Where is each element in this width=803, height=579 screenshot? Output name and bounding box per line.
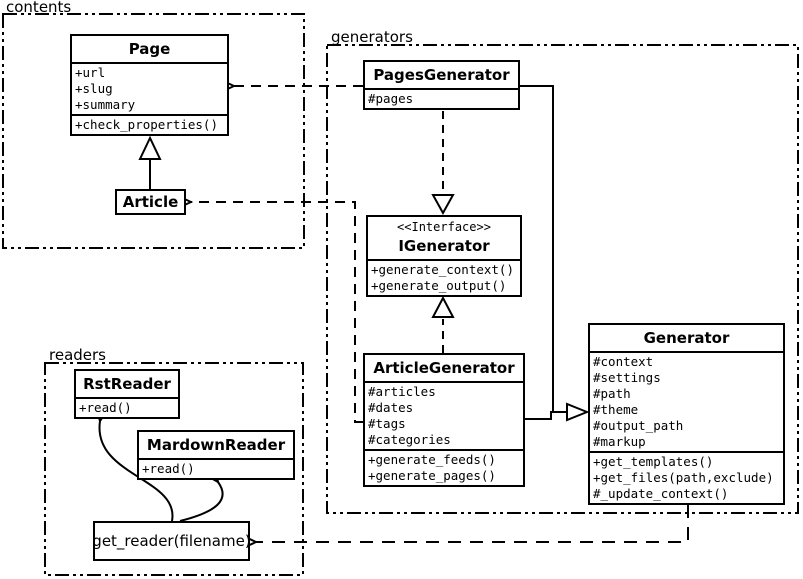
- class-method: #_update_context(): [593, 486, 729, 501]
- class-method: +get_files(path,exclude): [593, 470, 774, 485]
- class-igenerator-methods: +generate_context() +generate_output(): [368, 259, 520, 295]
- package-label-generators: generators: [331, 28, 413, 46]
- class-method: +generate_pages(): [368, 468, 496, 483]
- class-articlegenerator: ArticleGenerator #articles #dates #tags …: [363, 353, 525, 487]
- class-attribute: #path: [593, 386, 631, 401]
- class-articlegenerator-methods: +generate_feeds() +generate_pages(): [365, 449, 523, 485]
- triangle-arrow-igenerator-top: [431, 194, 455, 216]
- dependency-generator-to-getreader: [256, 505, 689, 542]
- class-attribute: #theme: [593, 402, 639, 417]
- dependency-articlegenerator-to-article: [191, 202, 363, 423]
- class-method: +read(): [142, 461, 195, 476]
- class-pagesgenerator-title: PagesGenerator: [373, 66, 510, 84]
- class-method: +read(): [79, 400, 132, 415]
- class-method: +check_properties(): [75, 117, 218, 132]
- package-label-readers: readers: [49, 346, 106, 364]
- class-generator-attributes: #context #settings #path #theme #output_…: [590, 351, 783, 451]
- class-method: +generate_output(): [371, 278, 507, 293]
- class-attribute: #dates: [368, 400, 414, 415]
- class-igenerator-stereotype: <<Interface>>: [397, 220, 491, 234]
- class-attribute: #markup: [593, 434, 646, 449]
- class-mardownreader-title: MardownReader: [146, 436, 286, 454]
- triangle-arrow-igenerator-bottom: [431, 295, 455, 318]
- class-page-title: Page: [128, 40, 171, 58]
- class-pagesgenerator-attributes: #pages: [365, 88, 518, 108]
- class-attribute: #pages: [368, 91, 414, 106]
- class-attribute: #output_path: [593, 418, 684, 433]
- class-articlegenerator-attributes: #articles #dates #tags #categories: [365, 381, 523, 449]
- class-attribute: #tags: [368, 416, 406, 431]
- package-generators-border: [326, 44, 799, 514]
- class-generator: Generator #context #settings #path #them…: [588, 323, 785, 505]
- function-box-get-reader: get_reader(filename): [92, 521, 251, 561]
- generalization-articlegenerator-to-generator: [525, 411, 567, 420]
- triangle-arrow-page: [138, 135, 162, 160]
- class-page-attributes: +url +slug +summary: [72, 62, 227, 114]
- class-rstreader: RstReader +read(): [74, 369, 180, 419]
- class-article: Article: [115, 189, 186, 215]
- class-attribute: +slug: [75, 81, 113, 96]
- class-method: +generate_feeds(): [368, 452, 496, 467]
- class-igenerator: <<Interface>> IGenerator +generate_conte…: [366, 215, 522, 297]
- class-attribute: +url: [75, 65, 106, 80]
- class-igenerator-title: IGenerator: [398, 237, 490, 255]
- class-pagesgenerator: PagesGenerator #pages: [363, 60, 520, 110]
- class-articlegenerator-title: ArticleGenerator: [373, 359, 515, 377]
- package-contents-border: [2, 13, 305, 249]
- generalization-pagesgenerator-to-generator: [520, 85, 567, 413]
- class-method: +generate_context(): [371, 262, 514, 277]
- class-mardownreader-methods: +read(): [139, 458, 293, 478]
- class-attribute: #settings: [593, 370, 661, 385]
- function-box-label: get_reader(filename): [92, 532, 251, 550]
- arrow-getreader-to-rstreader: [99, 421, 174, 522]
- class-page: Page +url +slug +summary +check_properti…: [70, 34, 229, 136]
- class-attribute: #context: [593, 354, 654, 369]
- class-rstreader-title: RstReader: [83, 375, 171, 393]
- class-rstreader-methods: +read(): [76, 397, 178, 417]
- package-readers-border: [44, 362, 304, 576]
- class-attribute: #articles: [368, 384, 436, 399]
- arrow-getreader-to-mardownreader: [179, 482, 224, 522]
- class-generator-title: Generator: [643, 329, 730, 347]
- class-article-title: Article: [122, 193, 179, 211]
- class-attribute: +summary: [75, 97, 136, 112]
- package-label-contents: contents: [6, 0, 72, 16]
- class-page-methods: +check_properties(): [72, 114, 227, 134]
- triangle-arrow-generator: [566, 402, 590, 422]
- class-mardownreader: MardownReader +read(): [137, 430, 295, 480]
- class-attribute: #categories: [368, 432, 451, 447]
- class-generator-methods: +get_templates() +get_files(path,exclude…: [590, 451, 783, 503]
- class-method: +get_templates(): [593, 454, 714, 469]
